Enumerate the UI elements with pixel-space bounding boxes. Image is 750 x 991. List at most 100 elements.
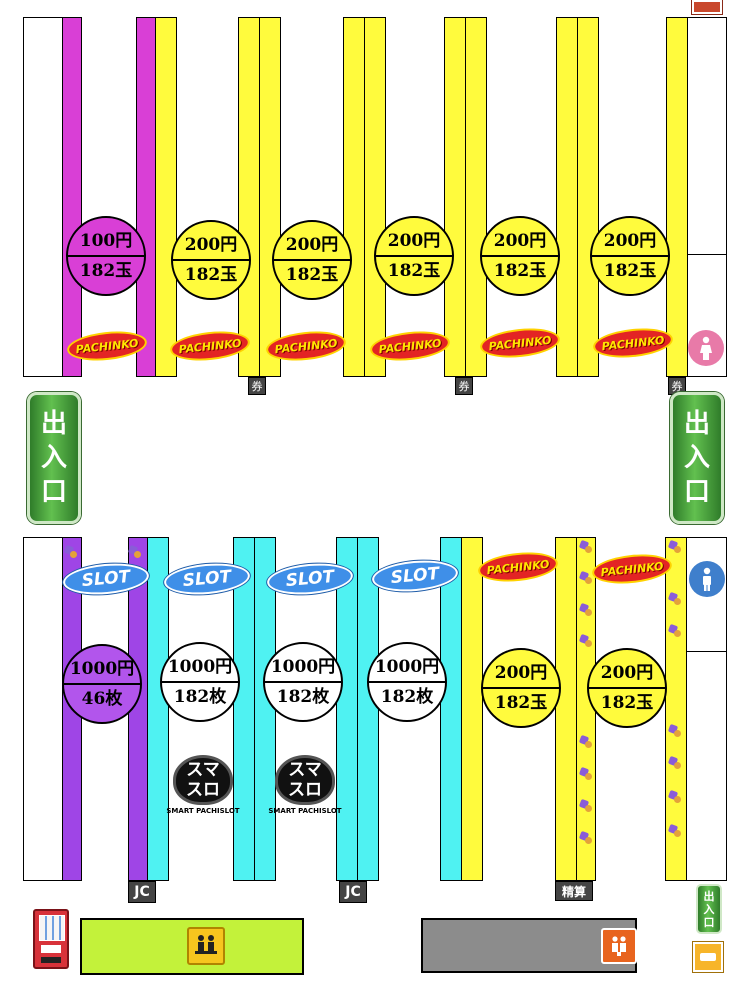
exit-label: 出 <box>703 889 715 903</box>
pachinko-row-yellow-8[interactable] <box>556 17 578 377</box>
smaslo-text: スマ <box>288 760 322 780</box>
exit-label: 出 <box>683 409 710 439</box>
character-icon <box>668 724 682 738</box>
rate-circle: 1000円 182枚 <box>367 642 447 722</box>
pachinko-row-yellow-1[interactable] <box>155 17 177 377</box>
woman-icon[interactable] <box>688 330 724 366</box>
mascot-icon <box>64 545 78 559</box>
wall-counter-right-bottom <box>686 651 727 881</box>
smoking-room-icon <box>601 928 637 964</box>
exit-small[interactable]: 出 入 口 <box>696 884 722 934</box>
smaslo-text: スマ <box>186 760 220 780</box>
character-icon <box>579 540 593 554</box>
rate-price: 100円 <box>79 231 133 251</box>
ticket-machine-icon[interactable]: 券 <box>455 377 473 395</box>
slot-row-cyan-6[interactable] <box>440 537 462 881</box>
character-icon <box>668 592 682 606</box>
exit-label: 口 <box>703 915 715 929</box>
rate-balls: 182玉 <box>79 261 133 281</box>
pachinko-row-yellow-b2[interactable] <box>555 537 577 881</box>
smaslo-subtitle: SMART PACHISLOT <box>268 807 342 815</box>
mascot-icon <box>128 545 142 559</box>
smaslo-text: スロ <box>288 780 322 800</box>
ticket-machine-icon[interactable]: 券 <box>248 377 266 395</box>
rate-price: 1000円 <box>270 657 336 677</box>
wall-counter-left-top <box>23 17 63 377</box>
rate-balls: 182枚 <box>173 687 227 707</box>
pachinko-row-yellow-b1[interactable] <box>461 537 483 881</box>
slot-row-cyan-4[interactable] <box>336 537 358 881</box>
smart-pachislot-logo: スマスロ SMART PACHISLOT <box>262 752 348 818</box>
lounge-icon <box>187 927 225 965</box>
slot-row-cyan-5[interactable] <box>357 537 379 881</box>
wall-counter-right-top <box>687 17 727 255</box>
rate-circle: 1000円 46枚 <box>62 644 142 724</box>
character-icon <box>579 799 593 813</box>
pachinko-row-magenta-2[interactable] <box>136 17 156 377</box>
rate-balls: 182玉 <box>493 261 547 281</box>
exit-label: 口 <box>683 477 710 507</box>
character-icon <box>579 735 593 749</box>
jc-counter[interactable]: JC <box>128 881 156 903</box>
rest-lounge-area[interactable] <box>80 918 304 975</box>
pachinko-badge: PACHINKO <box>478 324 562 362</box>
exit-label: 入 <box>40 443 67 473</box>
exit-right[interactable]: 出 入 口 <box>670 392 724 524</box>
character-icon <box>668 756 682 770</box>
jc-counter[interactable]: JC <box>339 881 367 903</box>
exit-label: 出 <box>40 409 67 439</box>
rate-price: 200円 <box>387 231 441 251</box>
character-icon <box>668 540 682 554</box>
exit-label: 入 <box>703 902 715 916</box>
rate-balls: 182玉 <box>285 265 339 285</box>
pachinko-badge: PACHINKO <box>476 548 560 586</box>
pachinko-row-yellow-3[interactable] <box>259 17 281 377</box>
rate-price: 200円 <box>600 663 654 683</box>
smoking-room-area[interactable] <box>421 918 637 973</box>
ticket-machine-icon[interactable]: 券 <box>668 377 686 395</box>
rate-circle: 200円 182玉 <box>480 216 560 296</box>
door-icon <box>692 0 722 14</box>
pachinko-row-yellow-9[interactable] <box>577 17 599 377</box>
slot-row-cyan-2[interactable] <box>233 537 255 881</box>
pachinko-row-yellow-2[interactable] <box>238 17 260 377</box>
pachinko-row-yellow-4[interactable] <box>343 17 365 377</box>
payment-machine[interactable]: 精算 <box>555 881 593 901</box>
character-icon <box>579 571 593 585</box>
character-icon <box>579 767 593 781</box>
pachinko-row-magenta-1[interactable] <box>62 17 82 377</box>
rate-price: 200円 <box>493 231 547 251</box>
rate-price: 1000円 <box>374 657 440 677</box>
rate-price: 200円 <box>184 235 238 255</box>
service-counter-icon[interactable] <box>693 942 723 972</box>
slot-row-cyan-1[interactable] <box>147 537 169 881</box>
restroom-men-area <box>686 537 727 652</box>
rate-price: 200円 <box>494 663 548 683</box>
pachinko-row-yellow-5[interactable] <box>364 17 386 377</box>
rate-balls: 182枚 <box>380 687 434 707</box>
vending-machine-icon[interactable] <box>33 909 69 969</box>
rate-balls: 46枚 <box>81 689 123 709</box>
man-icon[interactable] <box>689 561 725 597</box>
pachinko-row-yellow-7[interactable] <box>465 17 487 377</box>
pachinko-row-yellow-6[interactable] <box>444 17 466 377</box>
character-icon <box>668 824 682 838</box>
rate-circle: 200円 182玉 <box>587 648 667 728</box>
pachinko-badge: PACHINKO <box>591 324 675 362</box>
exit-label: 入 <box>683 443 710 473</box>
exit-left[interactable]: 出 入 口 <box>27 392 81 524</box>
exit-label: 口 <box>40 477 67 507</box>
pachinko-row-yellow-10[interactable] <box>666 17 688 377</box>
rate-balls: 182枚 <box>276 687 330 707</box>
rate-balls: 182玉 <box>600 693 654 713</box>
rate-circle: 100円 182玉 <box>66 216 146 296</box>
wall-counter-left-bottom <box>23 537 63 881</box>
smaslo-subtitle: SMART PACHISLOT <box>166 807 240 815</box>
smart-pachislot-logo: スマスロ SMART PACHISLOT <box>160 752 246 818</box>
rate-balls: 182玉 <box>603 261 657 281</box>
rate-price: 1000円 <box>69 659 135 679</box>
